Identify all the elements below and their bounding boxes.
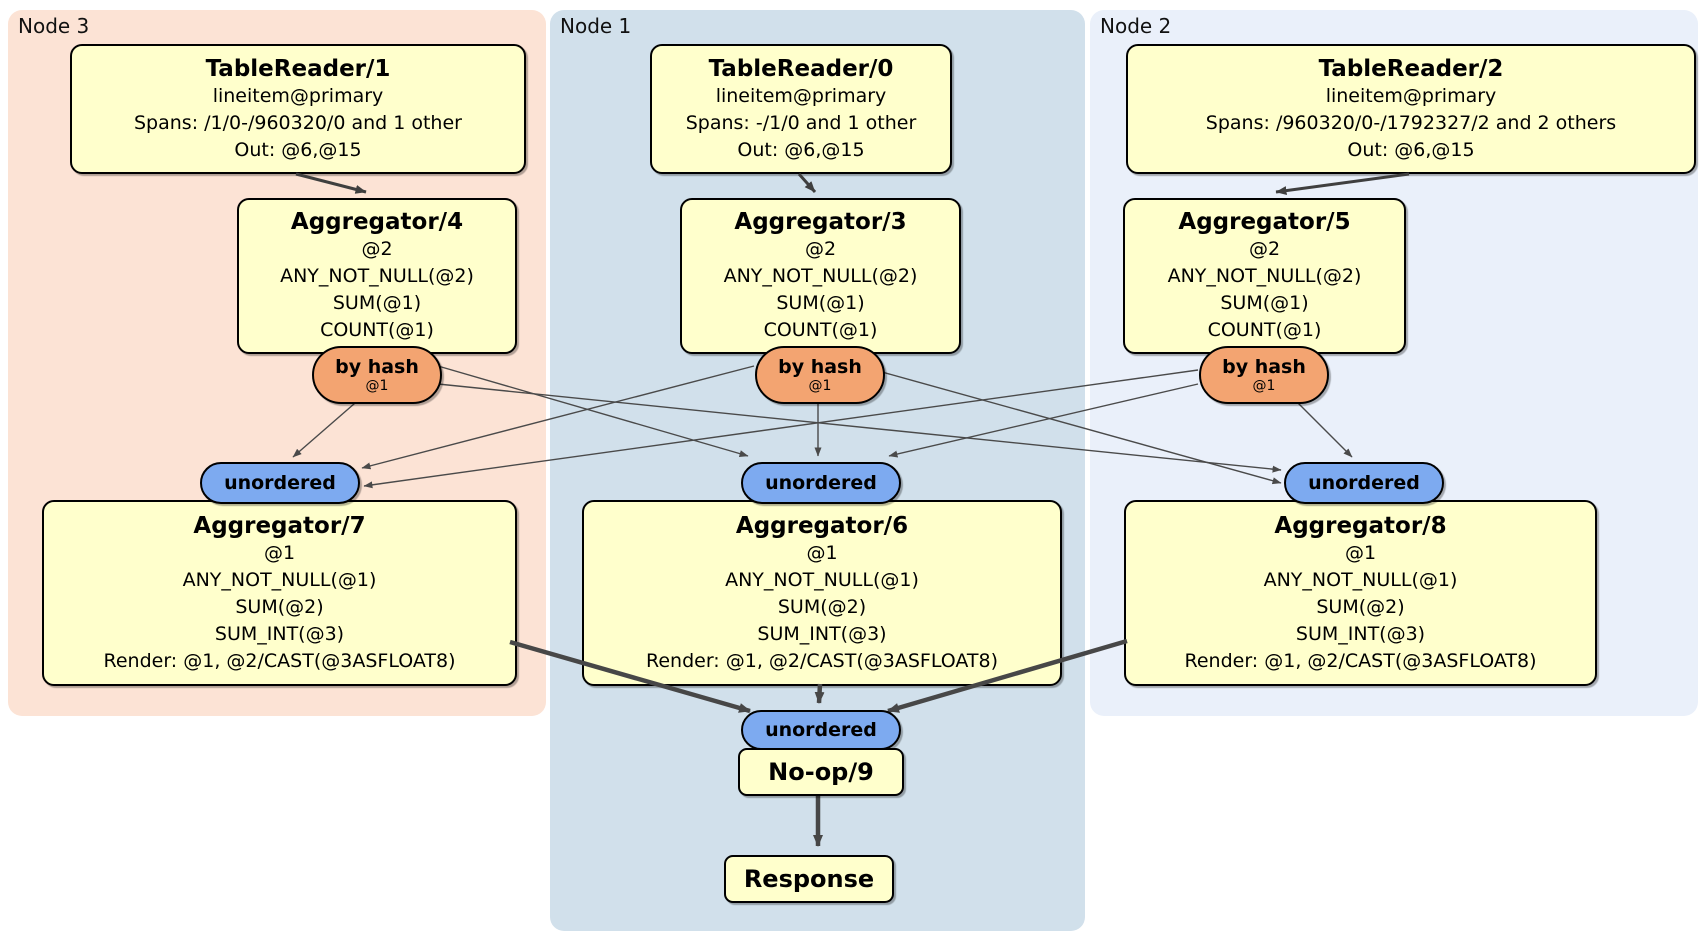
aggregator-render: Render: @1, @2/CAST(@3ASFLOAT8) xyxy=(646,649,998,672)
processor-index: lineitem@primary xyxy=(1325,84,1497,107)
processor-title: Aggregator/3 xyxy=(734,209,907,235)
aggregator-fn: SUM(@2) xyxy=(1316,595,1405,618)
panel-label-node2: Node 2 xyxy=(1100,14,1172,38)
processor-title: Aggregator/7 xyxy=(193,512,366,539)
processor-aggregator-6: Aggregator/6 @1 ANY_NOT_NULL(@1) SUM(@2)… xyxy=(582,500,1062,686)
aggregator-fn: COUNT(@1) xyxy=(763,319,878,341)
panel-label-node3: Node 3 xyxy=(18,14,90,38)
processor-tablereader-0: TableReader/0 lineitem@primary Spans: -/… xyxy=(650,44,952,174)
sync-label: unordered xyxy=(1308,472,1420,494)
processor-spans: Spans: /960320/0-/1792327/2 and 2 others xyxy=(1205,111,1617,134)
sync-unordered-center: unordered xyxy=(741,462,901,504)
sync-label: unordered xyxy=(224,472,336,494)
sync-label: unordered xyxy=(765,719,877,741)
panel-label-node1: Node 1 xyxy=(560,14,632,38)
processor-aggregator-7: Aggregator/7 @1 ANY_NOT_NULL(@1) SUM(@2)… xyxy=(42,500,517,686)
aggregator-group-cols: @2 xyxy=(1248,238,1281,260)
router-label: by hash xyxy=(778,356,862,378)
processor-out: Out: @6,@15 xyxy=(737,138,865,161)
hash-router-node3: by hash @1 xyxy=(312,346,442,404)
hash-router-node1: by hash @1 xyxy=(755,346,885,404)
aggregator-group-cols: @1 xyxy=(263,541,296,564)
processor-aggregator-3: Aggregator/3 @2 ANY_NOT_NULL(@2) SUM(@1)… xyxy=(680,198,961,354)
aggregator-group-cols: @1 xyxy=(806,541,838,564)
processor-index: lineitem@primary xyxy=(715,84,887,107)
aggregator-render: Render: @1, @2/CAST(@3ASFLOAT8) xyxy=(1184,649,1537,672)
processor-title: Aggregator/8 xyxy=(1274,512,1447,539)
processor-out: Out: @6,@15 xyxy=(1347,138,1475,161)
router-label: by hash xyxy=(1222,356,1306,378)
aggregator-fn: SUM_INT(@3) xyxy=(1295,622,1426,645)
aggregator-render: Render: @1, @2/CAST(@3ASFLOAT8) xyxy=(103,649,456,672)
processor-aggregator-8: Aggregator/8 @1 ANY_NOT_NULL(@1) SUM(@2)… xyxy=(1124,500,1597,686)
processor-title: Aggregator/4 xyxy=(290,209,464,235)
aggregator-fn: SUM(@1) xyxy=(776,292,865,314)
aggregator-fn: SUM_INT(@3) xyxy=(757,622,887,645)
aggregator-fn: SUM(@2) xyxy=(777,595,867,618)
processor-title: TableReader/0 xyxy=(708,55,894,82)
aggregator-fn: ANY_NOT_NULL(@1) xyxy=(1263,568,1458,591)
aggregator-fn: ANY_NOT_NULL(@1) xyxy=(182,568,377,591)
router-detail: @1 xyxy=(365,378,389,394)
sync-label: unordered xyxy=(765,472,877,494)
router-label: by hash xyxy=(335,356,419,378)
aggregator-group-cols: @2 xyxy=(361,238,393,260)
aggregator-fn: ANY_NOT_NULL(@1) xyxy=(725,568,919,591)
processor-aggregator-4: Aggregator/4 @2 ANY_NOT_NULL(@2) SUM(@1)… xyxy=(237,198,517,354)
router-detail: @1 xyxy=(1252,378,1276,394)
aggregator-fn: COUNT(@1) xyxy=(320,319,434,341)
processor-tablereader-1: TableReader/1 lineitem@primary Spans: /1… xyxy=(70,44,526,174)
sync-unordered-final: unordered xyxy=(741,710,901,750)
aggregator-fn: SUM_INT(@3) xyxy=(214,622,345,645)
processor-aggregator-5: Aggregator/5 @2 ANY_NOT_NULL(@2) SUM(@1)… xyxy=(1123,198,1406,354)
aggregator-fn: ANY_NOT_NULL(@2) xyxy=(723,265,918,287)
aggregator-fn: SUM(@1) xyxy=(332,292,422,314)
processor-spans: Spans: -/1/0 and 1 other xyxy=(685,111,917,134)
processor-out: Out: @6,@15 xyxy=(234,138,362,161)
processor-title: Aggregator/5 xyxy=(1178,209,1351,235)
aggregator-group-cols: @1 xyxy=(1344,541,1377,564)
aggregator-fn: COUNT(@1) xyxy=(1207,319,1322,341)
processor-title: Response xyxy=(743,865,875,893)
aggregator-fn: ANY_NOT_NULL(@2) xyxy=(1167,265,1362,287)
processor-title: No-op/9 xyxy=(768,758,874,786)
hash-router-node2: by hash @1 xyxy=(1199,346,1329,404)
aggregator-group-cols: @2 xyxy=(804,238,837,260)
processor-title: TableReader/2 xyxy=(1318,55,1504,82)
processor-noop-9: No-op/9 xyxy=(738,748,904,796)
response-box: Response xyxy=(724,855,894,903)
processor-index: lineitem@primary xyxy=(212,84,384,107)
processor-spans: Spans: /1/0-/960320/0 and 1 other xyxy=(134,111,462,134)
processor-tablereader-2: TableReader/2 lineitem@primary Spans: /9… xyxy=(1126,44,1696,174)
processor-title: Aggregator/6 xyxy=(735,512,909,539)
aggregator-fn: ANY_NOT_NULL(@2) xyxy=(280,265,474,287)
aggregator-fn: SUM(@1) xyxy=(1220,292,1309,314)
router-detail: @1 xyxy=(808,378,832,394)
aggregator-fn: SUM(@2) xyxy=(235,595,324,618)
sync-unordered-left: unordered xyxy=(200,462,360,504)
sync-unordered-right: unordered xyxy=(1284,462,1444,504)
processor-title: TableReader/1 xyxy=(205,55,391,82)
